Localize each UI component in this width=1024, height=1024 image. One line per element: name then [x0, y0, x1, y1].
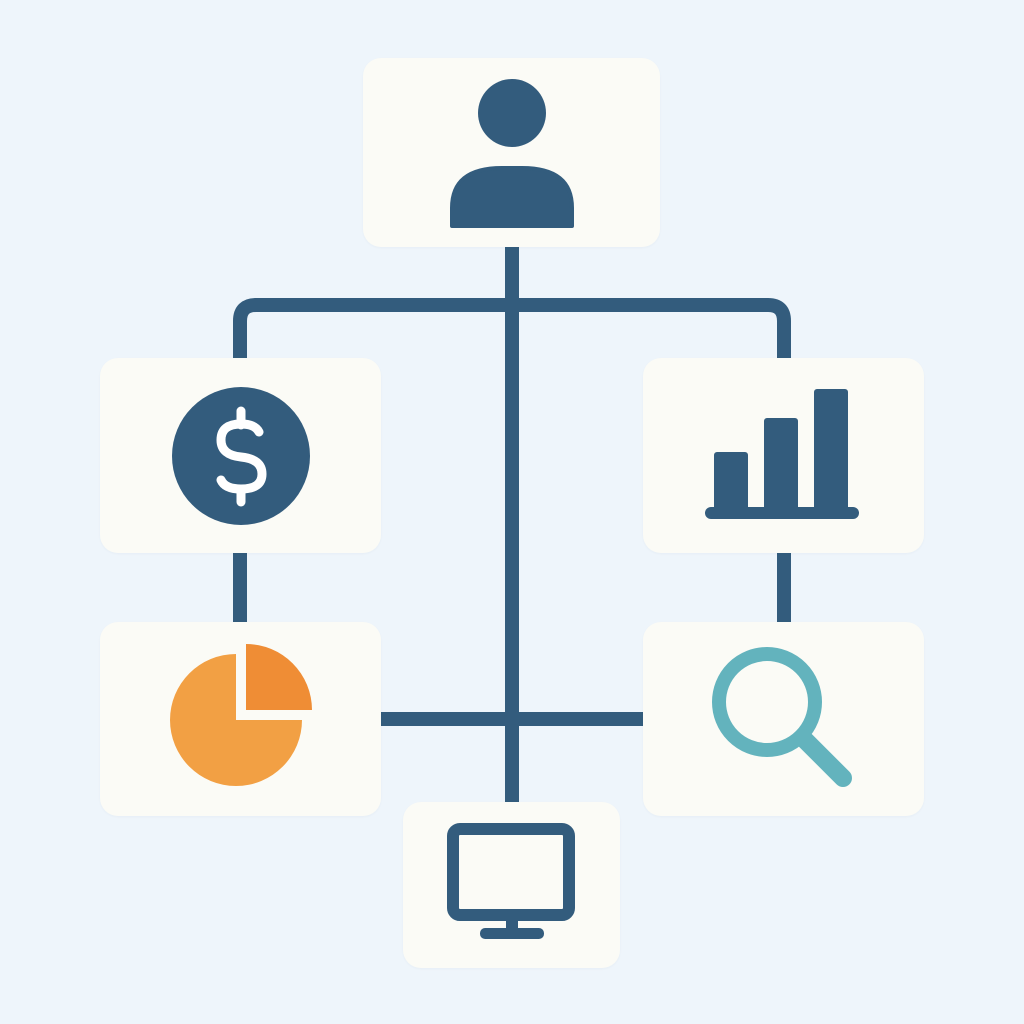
dollar-icon: [171, 386, 310, 525]
node-stats[interactable]: [643, 358, 924, 553]
pie-chart-icon: [169, 644, 312, 786]
node-pie[interactable]: [100, 622, 381, 816]
person-icon: [449, 78, 574, 228]
connector-user-to-finance: [233, 298, 512, 358]
magnifier-icon: [711, 647, 852, 787]
node-search[interactable]: [643, 622, 924, 816]
connector-user-to-stats: [512, 298, 791, 358]
node-finance[interactable]: [100, 358, 381, 553]
bar-chart-icon: [704, 388, 859, 519]
node-computer[interactable]: [403, 802, 620, 968]
node-user[interactable]: [363, 58, 660, 247]
monitor-icon: [446, 823, 575, 939]
